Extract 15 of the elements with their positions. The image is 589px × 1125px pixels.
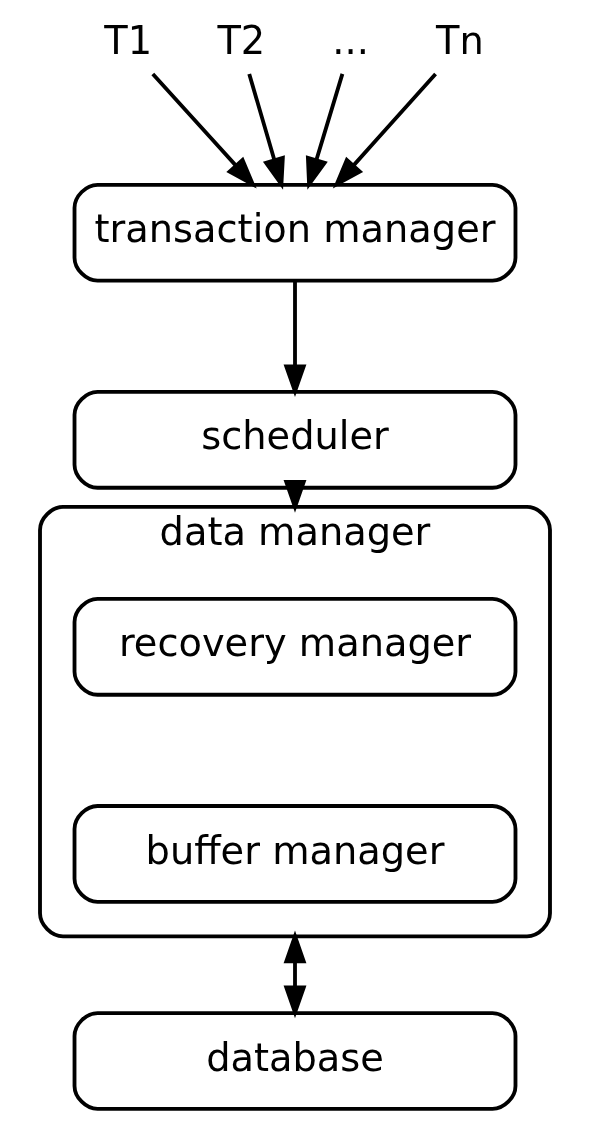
arrow xyxy=(246,73,285,190)
node-text: Tn xyxy=(435,18,484,64)
node-box: recovery manager xyxy=(72,597,517,697)
node-text: T1 xyxy=(103,18,152,64)
arrow xyxy=(150,72,257,189)
arrow xyxy=(283,930,306,1019)
node-text: T2 xyxy=(216,18,265,64)
node-text: ... xyxy=(331,18,369,64)
arrow xyxy=(283,480,306,513)
arrow xyxy=(283,280,306,398)
arrow xyxy=(305,73,344,190)
arrow xyxy=(332,72,437,189)
node-box: buffer manager xyxy=(72,804,517,904)
node-box: transaction manager xyxy=(72,182,517,283)
node-box: database xyxy=(72,1011,517,1111)
